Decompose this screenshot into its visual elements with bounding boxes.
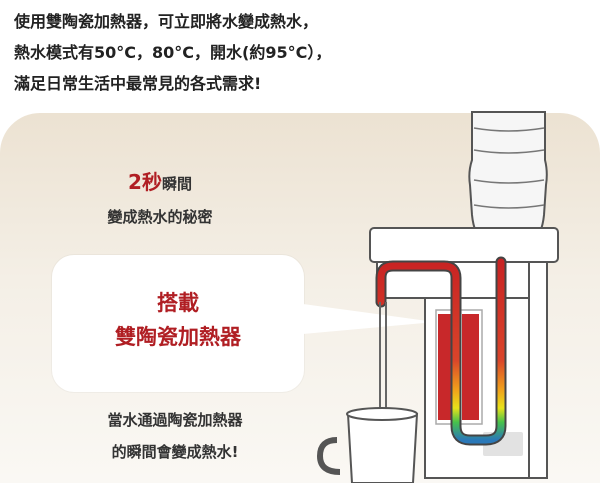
explanation-line-1: 當水通過陶瓷加熱器 [107,411,243,429]
heater-callout: 搭載 雙陶瓷加熱器 [52,255,304,392]
intro-text: 使用雙陶瓷加熱器，可立即將水變成熱水， 熱水模式有50°C，80°C，開水(約9… [14,6,594,99]
instant-label: 瞬間 [161,175,192,193]
intro-line-1: 使用雙陶瓷加熱器，可立即將水變成熱水， [14,12,319,31]
callout-pointer [303,304,435,334]
mug [316,407,419,483]
hot-water-stream [379,302,387,418]
explanation-line-2: 的瞬間會變成熱水! [111,443,239,461]
two-seconds-highlight: 2秒 [128,170,162,194]
water-bottle [468,111,548,269]
callout-line-2: 雙陶瓷加熱器 [115,325,241,349]
intro-line-2: 熱水模式有50°C，80°C，開水(約95°C）， [14,43,332,62]
explanation-text: 當水通過陶瓷加熱器 的瞬間會變成熱水! [40,404,310,468]
secret-subline: 變成熱水的秘密 [107,208,213,226]
callout-line-1: 搭載 [157,291,199,315]
water-pipe [375,256,507,446]
secret-headline: 2秒瞬間 [40,168,280,198]
secret-caption: 2秒瞬間 變成熱水的秘密 [40,168,280,232]
intro-line-3: 滿足日常生活中最常見的各式需求! [14,74,262,93]
